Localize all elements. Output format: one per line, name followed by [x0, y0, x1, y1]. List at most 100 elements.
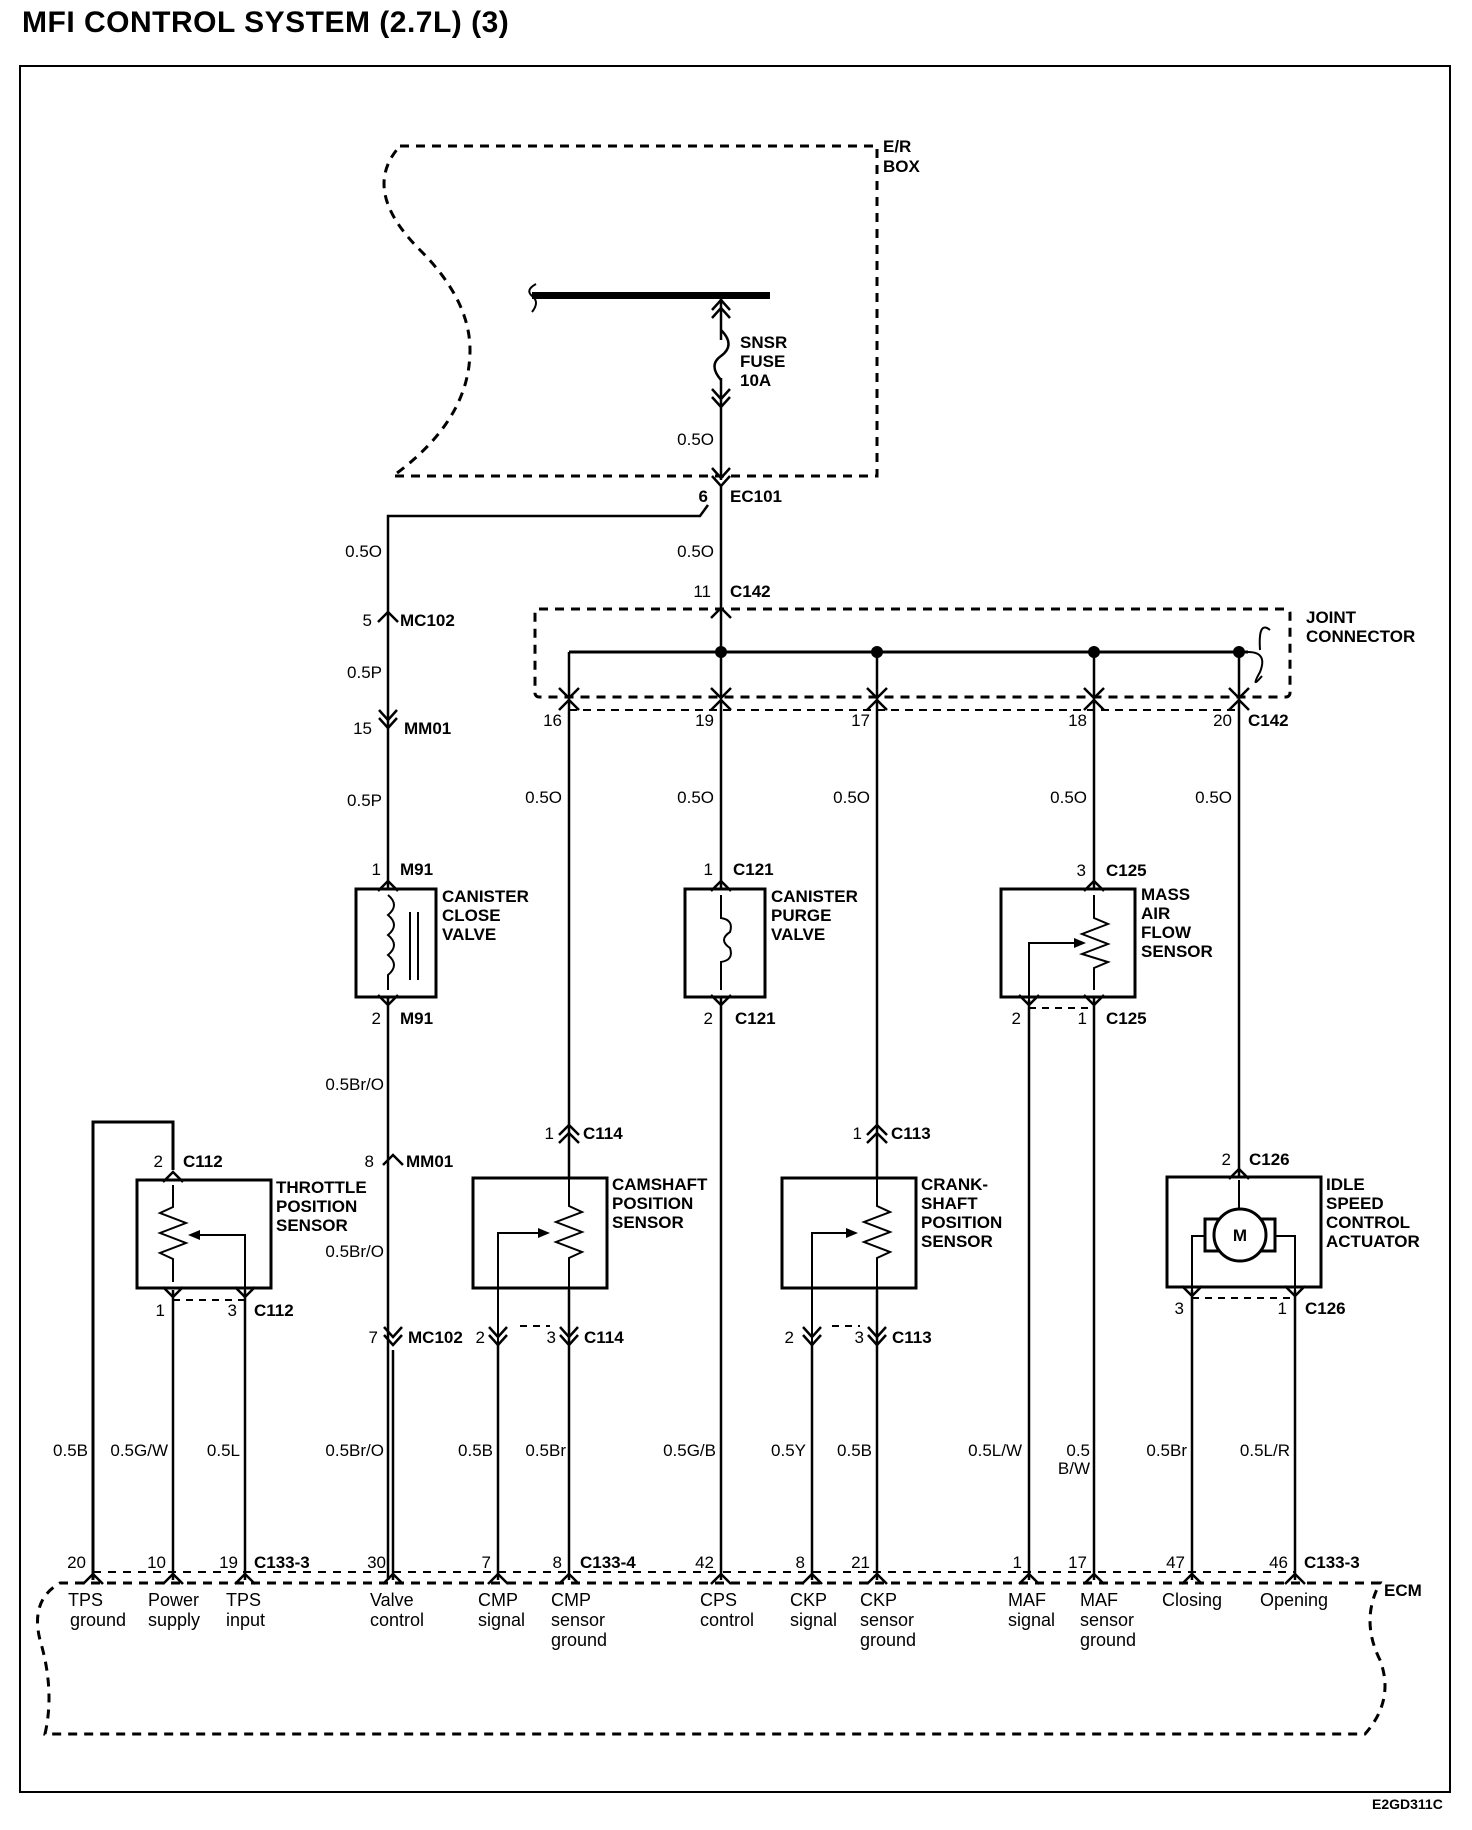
mm01-top-pin: 15: [353, 719, 372, 738]
wire-label: 0.5Y: [771, 1441, 806, 1460]
maf-top-conn: C125: [1106, 861, 1147, 880]
jc-wire-20: 0.5O: [1195, 788, 1232, 807]
isca-bottom-pin-1: 1: [1278, 1299, 1287, 1318]
mm01-top-label: MM01: [404, 719, 451, 738]
ecm-connector-a: C133-3: [254, 1553, 310, 1572]
ecm-connector-c: C133-3: [1304, 1553, 1360, 1572]
ecm-pin-desc: CKP: [860, 1590, 897, 1610]
tps-top-conn: C112: [183, 1152, 223, 1171]
cmp-top-pin: 1: [545, 1124, 554, 1143]
joint-connector-box: [533, 607, 1292, 699]
cpv-top-pin: 1: [704, 860, 713, 879]
cc-wire-low: 0.5P: [347, 791, 382, 810]
wire-label: 0.5B: [837, 1441, 872, 1460]
ecm-pin-descriptions: TPS ground Power supply TPS input Valve …: [68, 1590, 1328, 1650]
ecm-pin-desc: sensor: [551, 1610, 605, 1630]
ccv-bottom-pin: 2: [372, 1009, 381, 1028]
er-box-label-1: E/R: [883, 137, 911, 156]
throttle-position-sensor: [91, 1120, 273, 1580]
jc-pin-20: 20: [1213, 711, 1232, 730]
camshaft-position-sensor: [471, 1123, 609, 1580]
cpv-label-1: CANISTER: [771, 887, 858, 906]
motor-icon: [1212, 1207, 1268, 1263]
ecm-connector-b: C133-4: [580, 1553, 636, 1572]
jc-connector-label: C142: [1248, 711, 1289, 730]
ecm-pin-desc: MAF: [1080, 1590, 1118, 1610]
feed-wire-label: 0.5O: [677, 542, 714, 561]
ecm-pin-desc: ground: [1080, 1630, 1136, 1650]
power-bus-bar: [528, 283, 770, 313]
tps-bottom-pin-3: 3: [228, 1301, 237, 1320]
wire-label: 0.5L/W: [968, 1441, 1022, 1460]
ecm-pin-number: 46: [1269, 1553, 1288, 1572]
ckp-bottom-pin-2: 2: [785, 1328, 794, 1347]
ecm-pin-number: 8: [796, 1553, 805, 1572]
ckp-top-conn: C113: [891, 1124, 931, 1143]
vc-wire-b: 0.5Br/O: [325, 1242, 384, 1261]
fuse-label-3: 10A: [740, 371, 771, 390]
maf-top-pin: 3: [1077, 861, 1086, 880]
ccv-top-conn: M91: [400, 860, 433, 879]
ecm-pin-desc: control: [370, 1610, 424, 1630]
ckp-label-4: SENSOR: [921, 1232, 993, 1251]
canister-purge-valve: [683, 879, 767, 1007]
ecm-pin-desc: CPS: [700, 1590, 737, 1610]
canister-close-feed-wire: [386, 504, 710, 1000]
ecm-pin-desc: signal: [478, 1610, 525, 1630]
vc-wire-a: 0.5Br/O: [325, 1075, 384, 1094]
ecm-pin-desc: TPS: [226, 1590, 261, 1610]
ecm-pin-number: 42: [695, 1553, 714, 1572]
mc102-top-label: MC102: [400, 611, 455, 630]
ecm-pin-desc: input: [226, 1610, 265, 1630]
ecm-pin-number: 30: [367, 1553, 386, 1572]
ecm-pin-desc: CKP: [790, 1590, 827, 1610]
ecm-pin-desc: ground: [860, 1630, 916, 1650]
jc-pin-19: 19: [695, 711, 714, 730]
mc102-top-pin: 5: [363, 611, 372, 630]
maf-label-1: MASS: [1141, 885, 1190, 904]
ckp-label-3: POSITION: [921, 1213, 1002, 1232]
ecm-pin-desc: control: [700, 1610, 754, 1630]
wire-label: 0.5G/B: [663, 1441, 716, 1460]
tps-bottom-conn: C112: [254, 1301, 294, 1320]
wire-label: 0.5Br/O: [325, 1441, 384, 1460]
wire-label: 0.5L: [207, 1441, 240, 1460]
ccv-top-pin: 1: [372, 860, 381, 879]
ecm-label: ECM: [1384, 1581, 1422, 1600]
isca-label-1: IDLE: [1326, 1175, 1365, 1194]
tps-bottom-pin-1: 1: [156, 1301, 165, 1320]
ecm-pin-desc: supply: [148, 1610, 200, 1630]
ecm-pin-desc: ground: [70, 1610, 126, 1630]
jc-pin-16: 16: [543, 711, 562, 730]
ckp-label-2: SHAFT: [921, 1194, 978, 1213]
cpv-label-3: VALVE: [771, 925, 825, 944]
ecm-pin-number: 10: [147, 1553, 166, 1572]
maf-label-3: FLOW: [1141, 923, 1192, 942]
diagram-frame: [19, 65, 1451, 1793]
jc-pin-17: 17: [851, 711, 870, 730]
ecm-pin-number: 20: [67, 1553, 86, 1572]
tps-label-3: SENSOR: [276, 1216, 348, 1235]
ccv-label-1: CANISTER: [442, 887, 529, 906]
c142-in-pin: 11: [693, 582, 711, 601]
ec101-label: EC101: [730, 487, 782, 506]
cmp-bottom-pin-2: 2: [476, 1328, 485, 1347]
isca-label-3: CONTROL: [1326, 1213, 1410, 1232]
cmp-label-2: POSITION: [612, 1194, 693, 1213]
fuse-label-1: SNSR: [740, 333, 787, 352]
ckp-bottom-pin-3: 3: [855, 1328, 864, 1347]
maf-bottom-pin-2: 2: [1012, 1009, 1021, 1028]
ckp-label-1: CRANK-: [921, 1175, 988, 1194]
cpv-bottom-conn: C121: [735, 1009, 776, 1028]
wire-label: 0.5: [1066, 1441, 1090, 1460]
ecm-pin-number: 21: [851, 1553, 870, 1572]
ecm-pin-desc: Valve: [370, 1590, 414, 1610]
tps-label-2: POSITION: [276, 1197, 357, 1216]
er-box-outline: [382, 144, 879, 478]
ecm-pin-desc: CMP: [551, 1590, 591, 1610]
cmp-top-conn: C114: [583, 1124, 623, 1143]
joint-connector-label-2: CONNECTOR: [1306, 627, 1415, 646]
cpv-bottom-pin: 2: [704, 1009, 713, 1028]
canister-close-valve: [354, 879, 438, 1007]
